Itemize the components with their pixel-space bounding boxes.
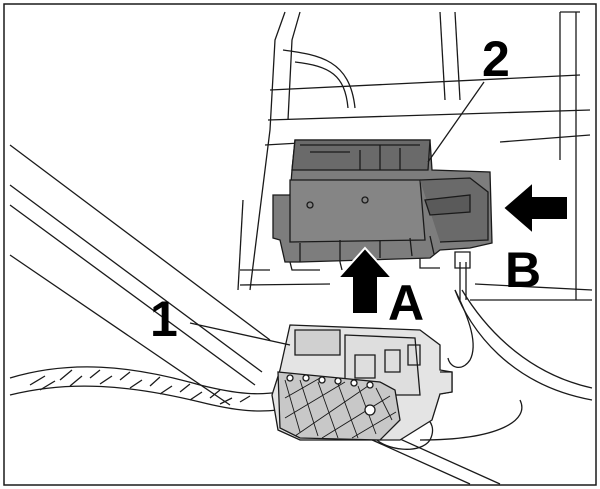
- vehicle-frame-structure: [237, 11, 593, 485]
- callout-label-2: 2: [482, 31, 510, 87]
- callout-2-leader: [427, 81, 485, 163]
- wiring-harness: [9, 289, 474, 450]
- plug-part-1: [271, 324, 453, 441]
- diagonal-support-bars: [9, 144, 271, 406]
- callout-label-a: A: [388, 275, 424, 331]
- callout-1-leader: [189, 322, 291, 346]
- figure-frame: [3, 3, 597, 486]
- callout-label-b: B: [505, 242, 541, 298]
- arrow-left-icon: [501, 179, 569, 237]
- callout-label-1: 1: [150, 291, 178, 347]
- arrow-up-icon: [335, 246, 395, 315]
- connector-housing-part-2: [272, 139, 493, 300]
